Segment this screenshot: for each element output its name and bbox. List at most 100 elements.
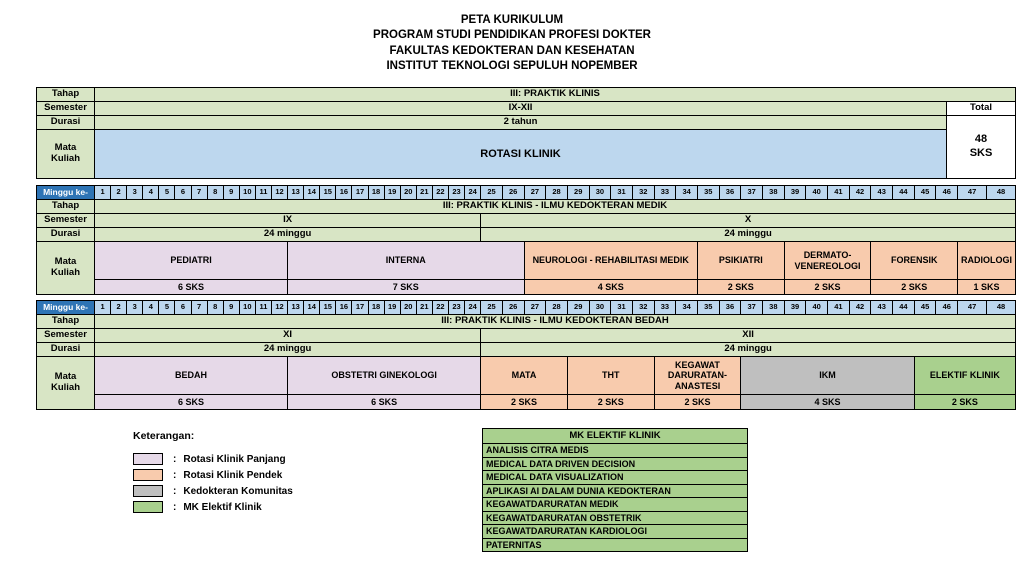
minggu-label: Minggu ke- xyxy=(37,301,94,314)
legend-label: MK Elektif Klinik xyxy=(183,501,262,513)
mata-kuliah-label: Mata Kuliah xyxy=(37,357,94,409)
week-cell-37: 37 xyxy=(741,301,762,314)
course-cell: INTERNA xyxy=(288,242,524,279)
week-cell-6: 6 xyxy=(175,186,191,199)
week-cell-43: 43 xyxy=(871,186,893,199)
legend-item: :Rotasi Klinik Panjang xyxy=(133,453,293,465)
course-cell: MATA xyxy=(481,357,567,394)
tahap-value: III: PRAKTIK KLINIS - ILMU KEDOKTERAN ME… xyxy=(95,200,1015,213)
sks-cell: 6 SKS xyxy=(95,280,288,294)
sks-cell: 2 SKS xyxy=(871,280,958,294)
week-cell-42: 42 xyxy=(849,186,871,199)
week-cell-3: 3 xyxy=(127,301,143,314)
sks-cell: 6 SKS xyxy=(288,395,481,409)
course-cell: NEUROLOGI - REHABILITASI MEDIK xyxy=(524,242,697,279)
overview-table: Tahap III: PRAKTIK KLINIS Semester IX-XI… xyxy=(36,87,1016,179)
tahap-label: Tahap xyxy=(37,88,94,101)
sks-cell: 6 SKS xyxy=(95,395,288,409)
week-cell-14: 14 xyxy=(304,186,320,199)
course-cell: DERMATO-VENEREOLOGI xyxy=(784,242,871,279)
week-cell-22: 22 xyxy=(432,186,448,199)
elective-swatch xyxy=(133,501,163,513)
week-cell-27: 27 xyxy=(524,301,546,314)
week-cell-36: 36 xyxy=(719,301,741,314)
week-cell-11: 11 xyxy=(255,186,271,199)
week-cell-12: 12 xyxy=(271,186,288,199)
sks-cell: 2 SKS xyxy=(481,395,567,409)
week-cell-6: 6 xyxy=(175,301,191,314)
course-cell: PSIKIATRI xyxy=(697,242,784,279)
week-cell-4: 4 xyxy=(143,186,159,199)
legend: Keterangan: :Rotasi Klinik Panjang: Rotas… xyxy=(133,430,293,517)
semester-label: Semester xyxy=(37,102,94,115)
elective-row: KEGAWATDARURATAN MEDIK xyxy=(483,498,747,511)
title-line-3: FAKULTAS KEDOKTERAN DAN KESEHATAN xyxy=(389,44,635,57)
title-line-2: PROGRAM STUDI PENDIDIKAN PROFESI DOKTER xyxy=(373,29,651,42)
week-cell-8: 8 xyxy=(207,301,223,314)
week-cell-21: 21 xyxy=(416,301,432,314)
durasi-value: 2 tahun xyxy=(95,116,946,129)
week-cell-30: 30 xyxy=(589,186,611,199)
long-swatch xyxy=(133,453,163,465)
week-cell-40: 40 xyxy=(806,301,828,314)
course-cell: THT xyxy=(567,357,654,394)
week-cell-19: 19 xyxy=(384,186,400,199)
week-cell-36: 36 xyxy=(719,186,741,199)
week-cell-45: 45 xyxy=(914,301,936,314)
week-cell-16: 16 xyxy=(336,301,352,314)
week-cell-20: 20 xyxy=(400,301,416,314)
rotasi-klinik-cell: ROTASI KLINIK xyxy=(95,130,946,178)
week-cell-48: 48 xyxy=(987,186,1015,199)
week-cell-24: 24 xyxy=(465,301,481,314)
week-cell-30: 30 xyxy=(589,301,611,314)
week-cell-2: 2 xyxy=(111,301,127,314)
week-cell-1: 1 xyxy=(95,301,111,314)
community-swatch xyxy=(133,485,163,497)
week-cell-7: 7 xyxy=(191,186,207,199)
week-cell-42: 42 xyxy=(849,301,871,314)
week-cell-41: 41 xyxy=(828,186,849,199)
week-cell-35: 35 xyxy=(697,186,719,199)
week-cell-15: 15 xyxy=(320,186,336,199)
week-cell-9: 9 xyxy=(223,186,239,199)
title-line-4: INSTITUT TEKNOLOGI SEPULUH NOPEMBER xyxy=(386,60,638,73)
legend-label: Rotasi Klinik Pendek xyxy=(183,469,283,481)
week-cell-25: 25 xyxy=(481,301,502,314)
week-cell-22: 22 xyxy=(432,301,448,314)
short-swatch xyxy=(133,469,163,481)
elective-row: ANALISIS CITRA MEDIS xyxy=(483,444,747,457)
week-cell-32: 32 xyxy=(632,186,654,199)
total-sks-number: 48 xyxy=(974,133,988,146)
legend-item: : Rotasi Klinik Pendek xyxy=(133,469,293,481)
week-cell-18: 18 xyxy=(368,301,384,314)
week-cell-43: 43 xyxy=(871,301,893,314)
week-cell-38: 38 xyxy=(762,186,784,199)
semester-cell: XII xyxy=(481,329,1015,342)
week-cell-8: 8 xyxy=(207,186,223,199)
week-cell-28: 28 xyxy=(546,301,567,314)
week-cell-45: 45 xyxy=(914,186,936,199)
week-cell-34: 34 xyxy=(676,301,697,314)
week-cell-40: 40 xyxy=(806,186,828,199)
week-cell-9: 9 xyxy=(223,301,239,314)
rotation-table-bedah: Minggu ke- Tahap III: PRAKTIK KLINIS - I… xyxy=(36,300,1016,410)
week-cell-44: 44 xyxy=(893,186,914,199)
rotation-table-medik: Minggu ke- Tahap III: PRAKTIK KLINIS - I… xyxy=(36,185,1016,295)
elective-row: PATERNITAS xyxy=(483,538,747,551)
week-cell-11: 11 xyxy=(255,301,271,314)
mata-kuliah-label: Mata Kuliah xyxy=(37,130,94,178)
legend-heading: Keterangan: xyxy=(133,430,195,442)
tahap-value: III: PRAKTIK KLINIS xyxy=(95,88,1015,101)
semester-cell: X xyxy=(481,214,1015,227)
legend-colon: : xyxy=(173,469,177,481)
sks-cell: 2 SKS xyxy=(784,280,871,294)
week-cell-17: 17 xyxy=(352,186,368,199)
week-cell-47: 47 xyxy=(958,301,987,314)
week-cell-29: 29 xyxy=(567,186,589,199)
week-cell-26: 26 xyxy=(502,301,524,314)
legend-colon: : xyxy=(173,501,177,513)
week-cell-37: 37 xyxy=(741,186,762,199)
week-cell-23: 23 xyxy=(448,301,465,314)
durasi-label: Durasi xyxy=(37,343,94,356)
